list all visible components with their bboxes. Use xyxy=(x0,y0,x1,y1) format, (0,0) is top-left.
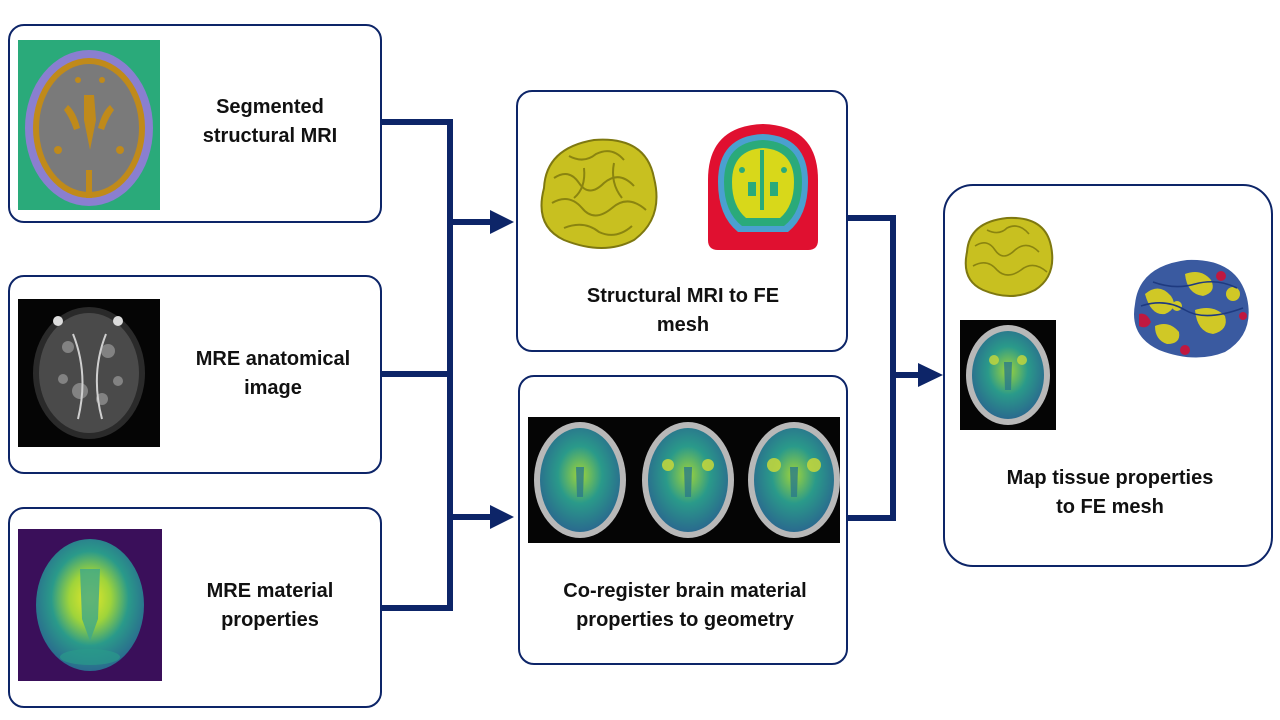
brain-mesh-3d-image xyxy=(540,138,658,249)
middle-bracket-line xyxy=(848,215,896,521)
mre-anatomical-label: MRE anatomical image xyxy=(195,348,351,399)
segmented-mri-box: Segmented structural MRI xyxy=(8,24,382,223)
mapped-slice-image xyxy=(960,320,1056,430)
coregistered-slices-image xyxy=(528,417,840,543)
mre-material-image xyxy=(18,529,162,681)
input-bracket-line xyxy=(380,119,453,611)
arrow-to-output-head xyxy=(918,363,943,387)
mre-material-box: MRE material properties xyxy=(8,507,382,708)
arrow-to-coregister-head xyxy=(490,505,514,529)
mapped-brain-mesh-image xyxy=(1134,259,1249,358)
mre-anatomical-image xyxy=(18,299,160,447)
coronal-segmentation-image xyxy=(708,124,818,250)
structural-mesh-label: Structural MRI to FE mesh xyxy=(586,285,780,336)
mre-anatomical-box: MRE anatomical image xyxy=(8,275,382,474)
segmented-mri-label: Segmented structural MRI xyxy=(202,96,338,147)
mre-material-label: MRE material properties xyxy=(206,580,334,631)
small-brain-mesh-image xyxy=(964,216,1054,297)
coregister-box: Co-register brain material properties to… xyxy=(518,375,848,665)
coregister-label: Co-register brain material properties to… xyxy=(563,580,807,631)
arrow-to-structural-head xyxy=(490,210,514,234)
map-properties-label: Map tissue properties to FE mesh xyxy=(1006,467,1214,518)
segmented-mri-image xyxy=(18,40,160,210)
structural-mesh-box: Structural MRI to FE mesh xyxy=(516,90,848,352)
map-properties-box: Map tissue properties to FE mesh xyxy=(943,184,1273,567)
